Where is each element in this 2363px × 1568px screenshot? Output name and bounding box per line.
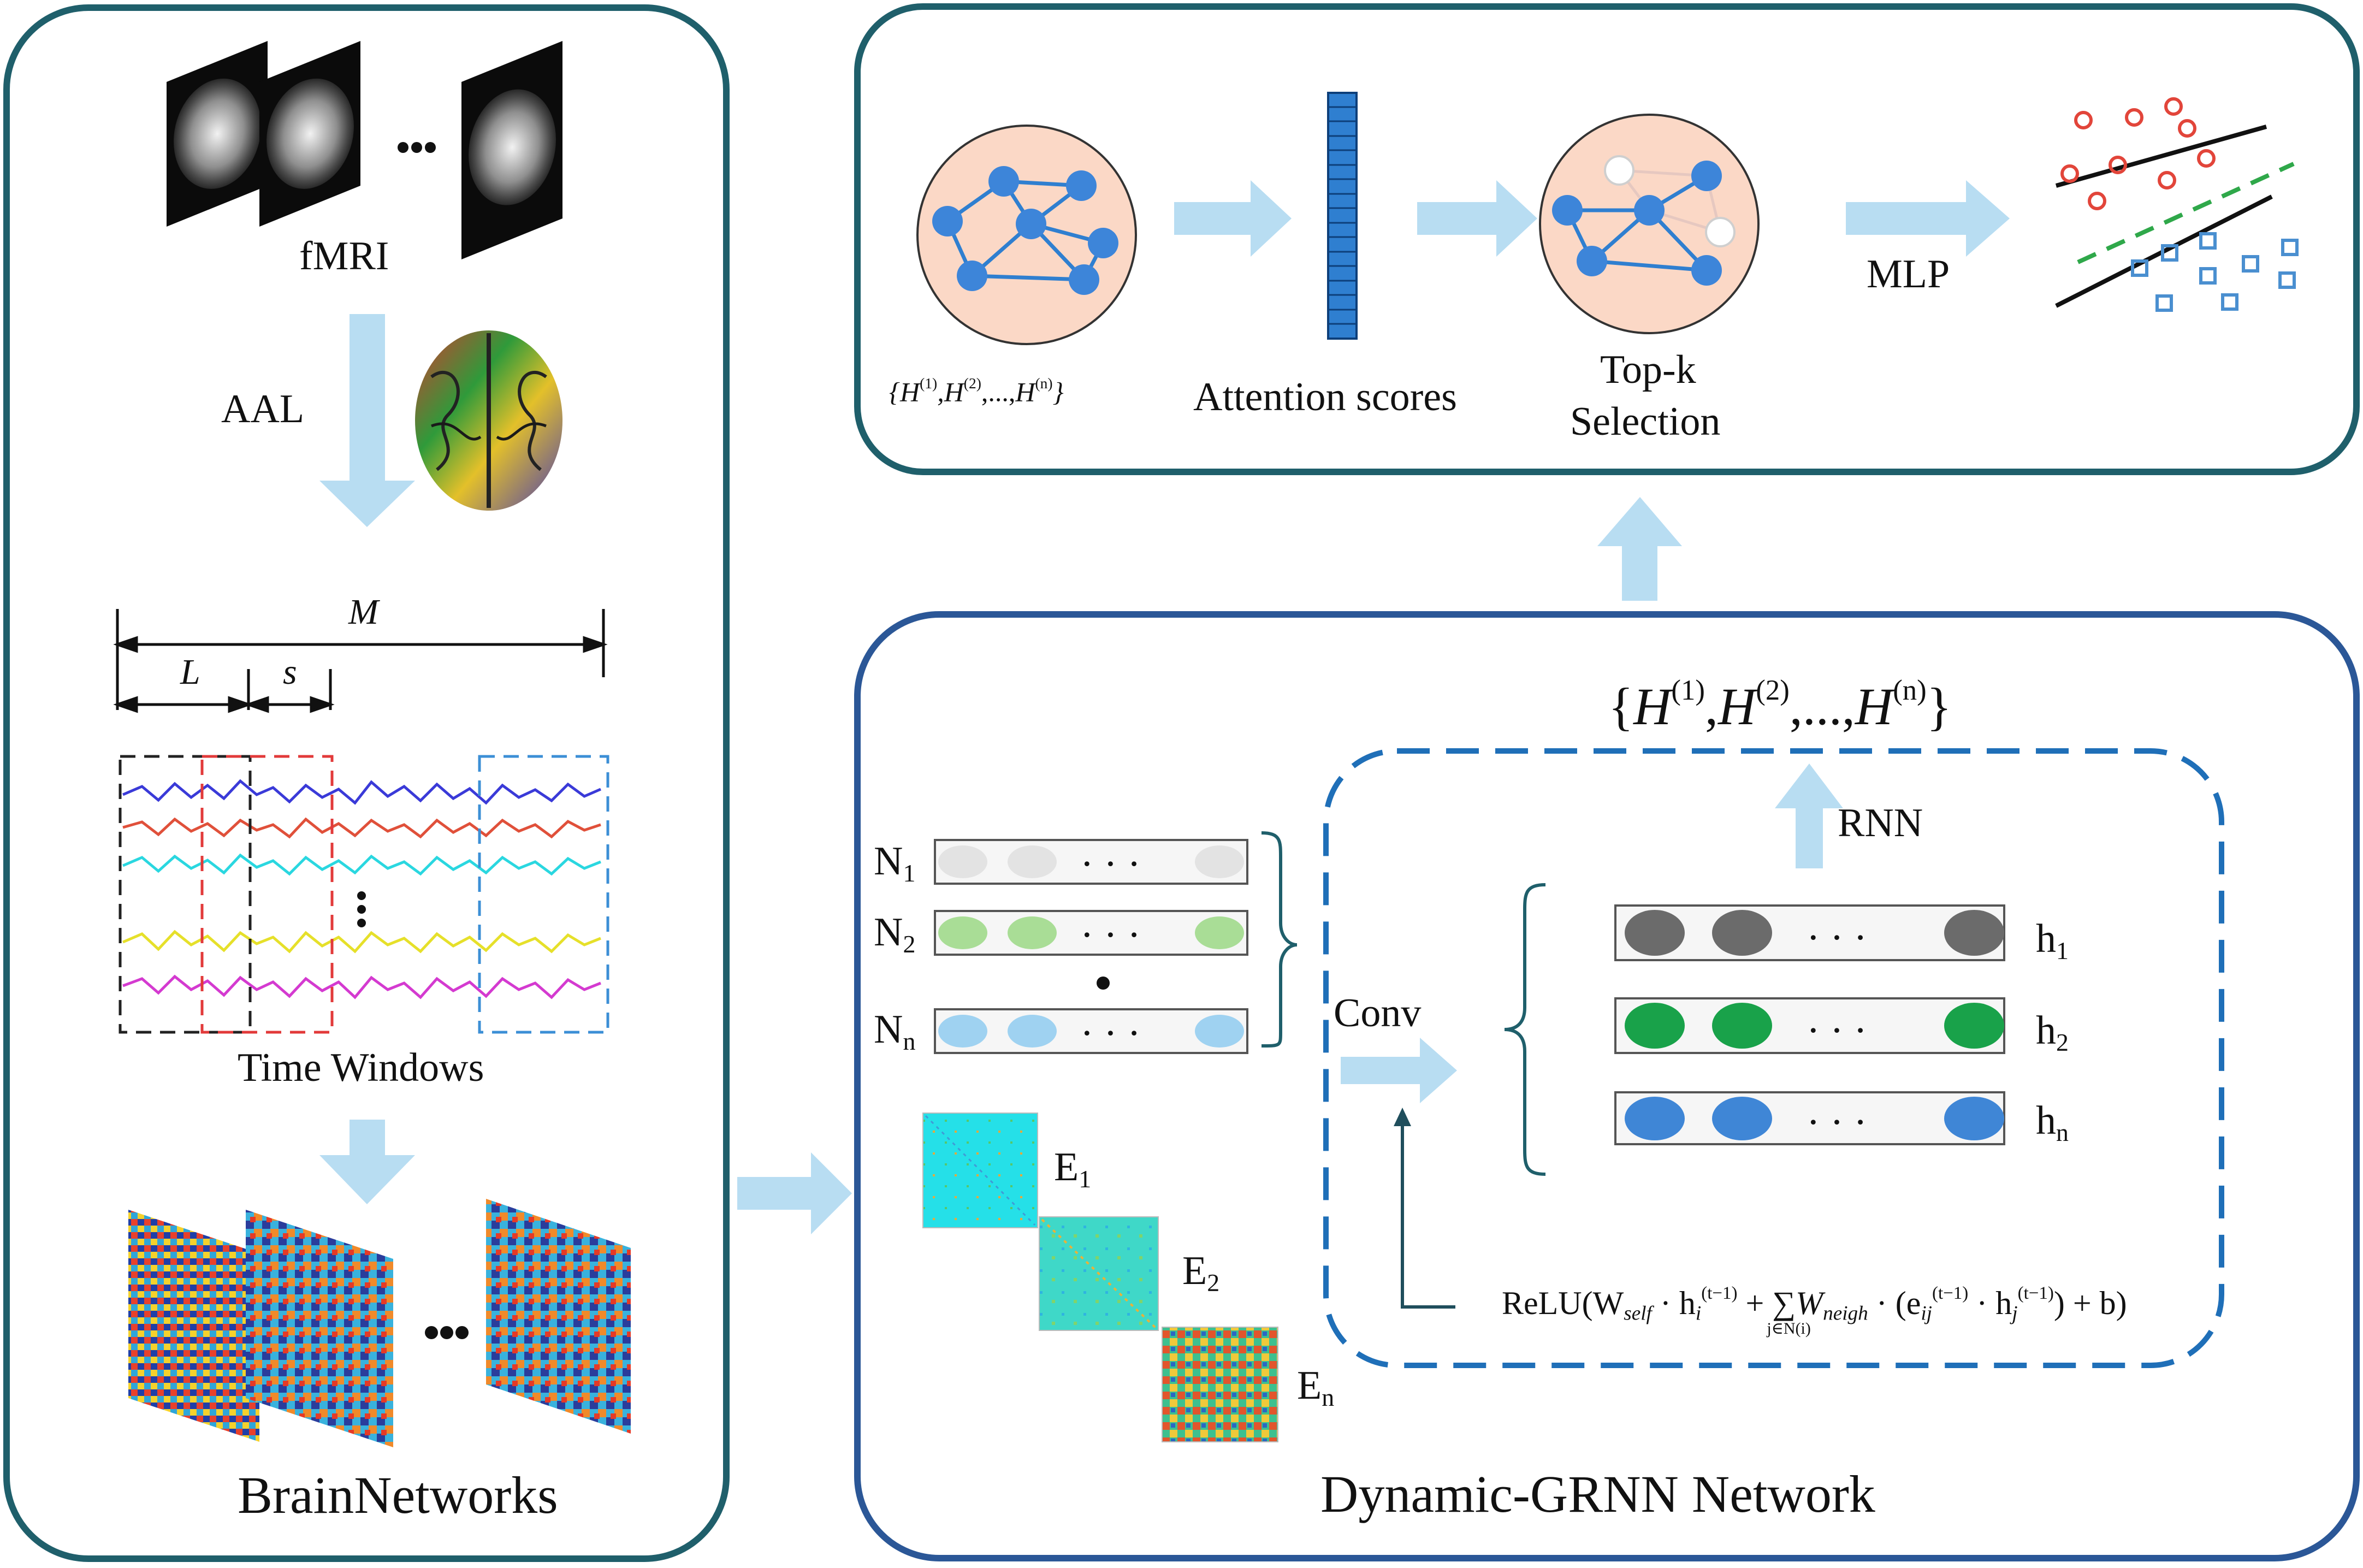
aal-brain-icon: [415, 330, 562, 511]
arrow-conv: [1341, 1038, 1457, 1103]
arrow-windows-to-networks: [319, 1120, 415, 1204]
update-formula: ReLU(Wself · hi(t−1) + ∑j∈N(i)Wneigh · (…: [1502, 1283, 2127, 1338]
hidden-state-bars: [1614, 904, 2005, 1145]
hn-label: hn: [2036, 1098, 2069, 1146]
node-feature-bars: [934, 839, 1248, 1054]
grnn-panel: [854, 611, 2360, 1561]
attention-scores-label: Attention scores: [1193, 375, 1457, 419]
time-windows-label: Time Windows: [238, 1045, 484, 1090]
arrow-topk-to-classifier: [1846, 180, 2010, 257]
readout-panel: [854, 3, 2360, 475]
brain-networks-label: BrainNetworks: [238, 1466, 558, 1524]
nn-label: Nn: [874, 1007, 916, 1055]
s-label: s: [283, 652, 297, 692]
e2-label: E2: [1182, 1249, 1220, 1297]
hn-ellipsis: · · ·: [1807, 1100, 1867, 1145]
en-label: En: [1297, 1363, 1335, 1411]
dynamic-grnn-label: Dynamic-GRNN Network: [1320, 1465, 1875, 1523]
attention-score-vector: [1327, 92, 1358, 340]
conv-label: Conv: [1334, 991, 1422, 1036]
arrow-graph-to-scores: [1174, 180, 1292, 257]
window-box-2: [200, 755, 334, 1034]
arrow-scores-to-topk: [1417, 180, 1537, 257]
arrow-rnn: [1775, 764, 1843, 868]
window-box-last: [478, 755, 609, 1034]
arrow-networks-to-grnn: [737, 1152, 852, 1234]
mlp-label: MLP: [1867, 252, 1950, 297]
recurrence-box: [1323, 748, 2224, 1368]
node-bracket: [1261, 831, 1298, 1048]
arrow-fmri-to-timeseries: [319, 314, 415, 527]
n2-ellipsis: · · ·: [1080, 913, 1141, 957]
h1-ellipsis: · · ·: [1807, 915, 1867, 960]
vertical-ellipsis: [357, 891, 366, 927]
aal-label: AAL: [221, 387, 305, 431]
rnn-label: RNN: [1838, 801, 1923, 845]
topk-graph-icon: [1539, 114, 1760, 334]
input-graph-icon: [916, 125, 1137, 345]
h1-label: h1: [2036, 916, 2069, 965]
n1-label: N1: [874, 839, 916, 887]
h-set-small: {H(1),H(2),...,H(n)}: [889, 375, 1064, 407]
window-dimensions: [113, 609, 608, 713]
arrow-grnn-to-readout: [1597, 497, 1682, 601]
edge-matrices: [922, 1113, 1278, 1442]
n1-ellipsis: · · ·: [1080, 842, 1141, 886]
topk-label-line1: Top-k: [1600, 347, 1696, 392]
bold-time-series: [122, 779, 601, 999]
h2-ellipsis: · · ·: [1807, 1008, 1867, 1053]
l-label: L: [180, 652, 200, 692]
h-set-large: {H(1),H(2),...,H(n)}: [1608, 674, 1952, 736]
classifier-scatter-icon: [2055, 97, 2299, 312]
brain-network-matrices: [128, 1199, 631, 1447]
topk-label-line2: Selection: [1570, 399, 1721, 444]
feedback-arrow: [1394, 1108, 1455, 1309]
n2-label: N2: [874, 910, 916, 958]
e1-label: E1: [1054, 1145, 1092, 1193]
fmri-slices: [167, 41, 562, 259]
m-label: M: [348, 592, 378, 632]
nn-ellipsis: · · ·: [1080, 1011, 1141, 1056]
fmri-label: fMRI: [299, 234, 389, 279]
window-box-1: [119, 755, 252, 1034]
hidden-bracket: [1504, 883, 1546, 1176]
h2-label: h2: [2036, 1008, 2069, 1056]
left-panel: [3, 4, 730, 1562]
